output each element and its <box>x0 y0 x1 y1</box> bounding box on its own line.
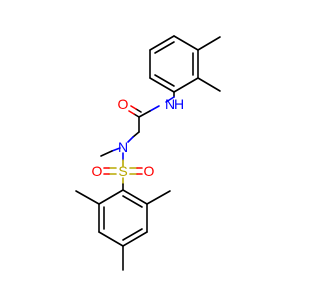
bond <box>75 190 100 205</box>
atom-label-sulfonamide-nitrogen: N <box>118 139 128 155</box>
bond <box>111 147 121 152</box>
bond <box>127 136 134 143</box>
atom-label-sulfonyl-oxygen-right: O <box>144 163 155 179</box>
atom-label-layer: O N H N S O O <box>92 96 185 179</box>
bond <box>98 189 124 205</box>
bond <box>130 105 137 110</box>
bond <box>149 35 175 51</box>
bond <box>165 96 175 103</box>
molecule-structure: O N H N S O O <box>75 35 221 271</box>
atom-label-sulfonyl-oxygen-left: O <box>92 163 103 179</box>
bond <box>133 113 140 118</box>
bond <box>122 189 148 205</box>
bond <box>154 74 175 87</box>
bond <box>122 231 148 247</box>
bond <box>173 35 199 51</box>
bond <box>122 195 143 208</box>
bond <box>149 105 160 112</box>
atom-label-amide-hydrogen: H <box>174 96 184 112</box>
bond <box>128 110 135 115</box>
bond <box>132 131 140 138</box>
bond <box>154 41 175 54</box>
bond <box>149 77 175 93</box>
bond <box>98 231 124 247</box>
bond <box>197 77 221 92</box>
bond <box>122 228 143 241</box>
atom-label-carbonyl-oxygen: O <box>118 96 129 112</box>
bond <box>146 190 171 205</box>
bond <box>138 110 151 118</box>
atom-label-amide-nitrogen: N <box>165 96 175 112</box>
bond <box>100 150 113 157</box>
bond <box>197 36 221 51</box>
atom-label-sulfur: S <box>118 163 127 179</box>
bond-layer <box>75 35 221 271</box>
bond <box>173 77 199 93</box>
bond <box>135 108 142 113</box>
